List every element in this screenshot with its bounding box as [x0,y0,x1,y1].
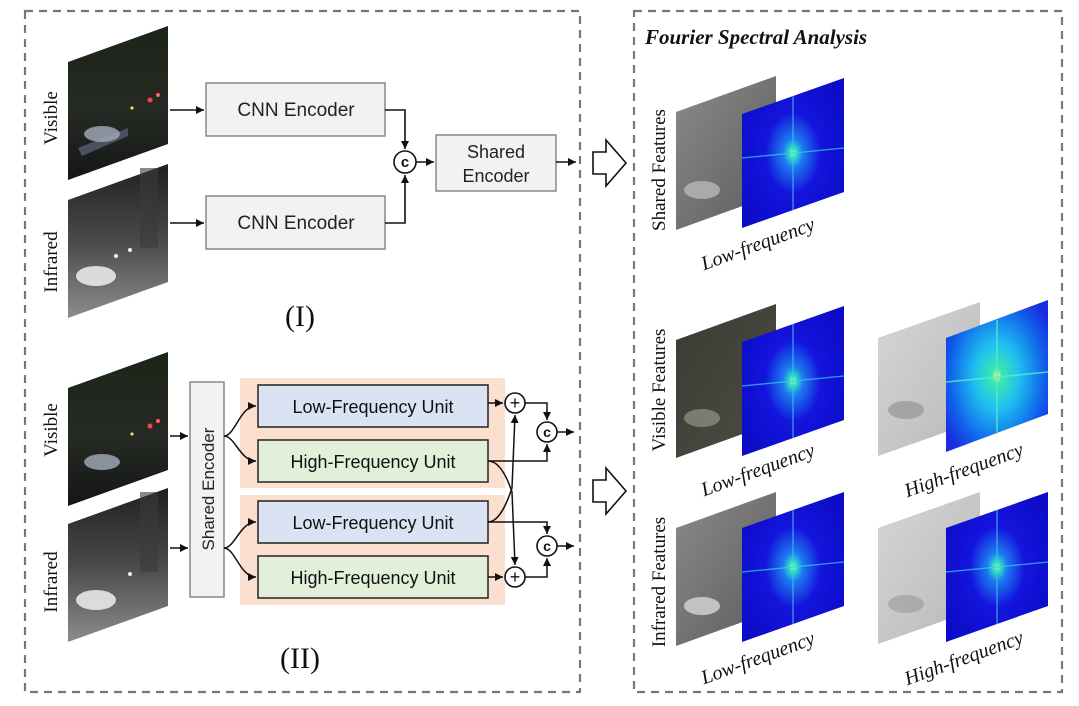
low-frequency-unit-top-label: Low-Frequency Unit [292,397,453,417]
cnn-encoder-bottom-label: CNN Encoder [237,213,355,234]
shared-features-label: Shared Features [649,109,670,231]
shared-encoder-label-line1: Shared [467,142,525,162]
visible-label-1: Visible [41,91,62,145]
infrared-image-2 [68,488,168,642]
hollow-arrow-bottom [592,465,628,517]
visible-label-2: Visible [41,403,62,457]
high-frequency-unit-top-label: High-Frequency Unit [290,452,455,472]
cnn-encoder-top-label: CNN Encoder [237,100,355,121]
infrared-label-2: Infrared [41,551,62,613]
spectral-visible-row: Visible Features Low-frequency High-freq… [649,300,1049,503]
visible-high-frequency-label: High-frequency [901,439,1027,503]
shared-encoder-box-1 [435,134,557,192]
part-one: Visible Infrared CNN Encoder CNN Encoder… [41,26,576,333]
visible-image-2 [68,352,168,506]
add-symbol-bottom: + [510,567,521,587]
low-frequency-unit-top [257,384,489,428]
concat-symbol-top: c [543,424,551,440]
visible-features-label: Visible Features [649,329,670,452]
concat-symbol-1: c [401,154,409,171]
visible-image-1 [68,26,168,180]
spectral-shared-row: Shared Features Low-frequency [649,76,845,276]
add-symbol-top: + [510,393,521,413]
high-frequency-unit-bottom-label: High-Frequency Unit [290,568,455,588]
low-frequency-unit-bottom-label: Low-Frequency Unit [292,513,453,533]
hollow-arrow-top [592,137,628,189]
high-frequency-unit-bottom [257,555,489,599]
right-panel-border [632,9,1064,694]
cnn-encoder-bottom-box [205,195,386,250]
part-two-label: (II) [280,642,320,675]
part-two: Visible Infrared Shared Encoder Low-Freq… [41,352,574,675]
panel-title: Fourier Spectral Analysis [644,25,867,49]
shared-encoder-box-2 [189,381,225,598]
infrared-low-frequency-label: Low-frequency [697,628,818,690]
shared-low-frequency-label: Low-frequency [697,214,818,276]
infrared-high-frequency-label: High-frequency [901,627,1027,691]
shared-encoder-label-line2: Encoder [462,166,529,186]
part-one-label: (I) [285,300,315,333]
shared-encoder-label-2: Shared Encoder [199,427,218,550]
cnn-encoder-top-box [205,82,386,137]
concat-symbol-bottom: c [543,538,551,554]
infrared-image-1 [68,164,168,318]
infrared-features-label: Infrared Features [649,517,670,647]
high-frequency-unit-top [257,439,489,483]
spectral-infrared-row: Infrared Features Low-frequency High-fre… [649,492,1049,691]
infrared-label-1: Infrared [41,231,62,293]
left-panel-border [23,9,582,694]
